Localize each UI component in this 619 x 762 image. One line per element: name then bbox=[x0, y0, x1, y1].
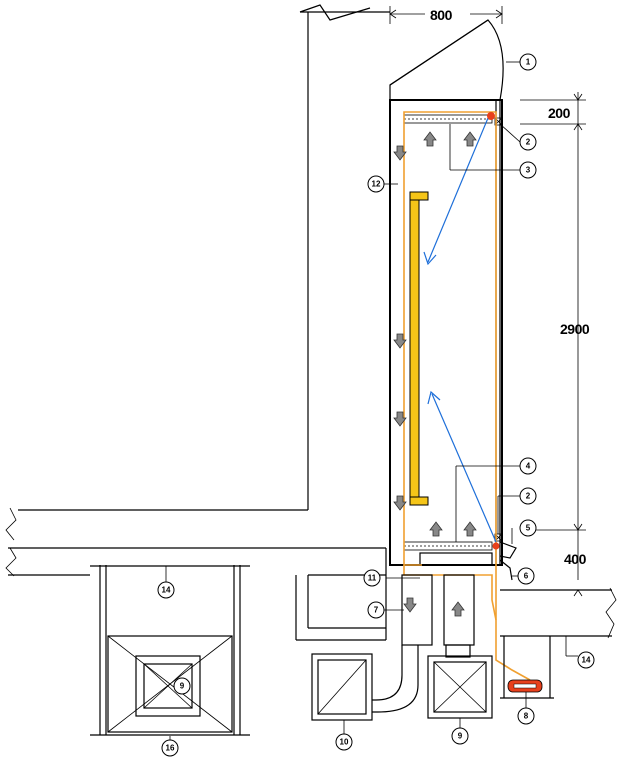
callout-1: 1 bbox=[519, 53, 537, 71]
svg-text:2: 2 bbox=[526, 138, 531, 147]
gray-airflow-arrows bbox=[393, 131, 477, 617]
up-arrow-icon bbox=[429, 521, 443, 537]
down-arrow-icon bbox=[393, 495, 407, 511]
suspended-unit-left bbox=[90, 565, 250, 736]
up-arrow-icon bbox=[451, 601, 465, 617]
dim-height-2900: 2900 bbox=[560, 321, 590, 337]
callout-9-left: 9 bbox=[173, 677, 191, 695]
callout-12: 12 bbox=[367, 175, 385, 193]
down-arrow-icon bbox=[393, 411, 407, 427]
svg-text:14: 14 bbox=[582, 656, 591, 665]
unit-cabinet bbox=[389, 19, 517, 581]
yellow-heating-bar bbox=[409, 191, 429, 506]
dim-height-200: 200 bbox=[548, 105, 571, 121]
callout-5: 5 bbox=[519, 519, 537, 537]
callout-8: 8 bbox=[517, 707, 535, 725]
svg-text:5: 5 bbox=[526, 524, 531, 533]
callout-2-bottom: 2 bbox=[519, 487, 537, 505]
callout-6: 6 bbox=[517, 567, 535, 585]
building-wall-outline bbox=[5, 4, 390, 577]
svg-text:7: 7 bbox=[374, 606, 379, 615]
fan-unit-10 bbox=[311, 653, 373, 721]
up-arrow-icon bbox=[463, 521, 477, 537]
svg-text:10: 10 bbox=[340, 738, 349, 747]
ductwork bbox=[295, 548, 617, 713]
callout-14-right: 14 bbox=[577, 651, 595, 669]
dim-width-800: 800 bbox=[430, 7, 453, 23]
leader-lines bbox=[165, 61, 578, 740]
blue-flow-arrows bbox=[423, 117, 497, 543]
callout-4: 4 bbox=[519, 457, 537, 475]
down-arrow-icon bbox=[393, 145, 407, 161]
svg-text:16: 16 bbox=[166, 744, 175, 753]
svg-text:6: 6 bbox=[524, 572, 529, 581]
svg-text:9: 9 bbox=[180, 682, 185, 691]
svg-text:2: 2 bbox=[526, 492, 531, 501]
svg-text:11: 11 bbox=[368, 574, 377, 583]
svg-text:9: 9 bbox=[458, 732, 463, 741]
callout-16: 16 bbox=[161, 739, 179, 757]
svg-text:12: 12 bbox=[372, 180, 381, 189]
svg-text:8: 8 bbox=[524, 712, 529, 721]
svg-text:3: 3 bbox=[526, 166, 531, 175]
callout-14-left: 14 bbox=[157, 581, 175, 599]
fan-unit-9 bbox=[427, 655, 493, 719]
callout-7: 7 bbox=[367, 601, 385, 619]
callout-3: 3 bbox=[519, 161, 537, 179]
dim-height-400: 400 bbox=[564, 551, 587, 567]
dimension-lines bbox=[389, 6, 586, 597]
down-arrow-icon bbox=[393, 333, 407, 349]
up-arrow-icon bbox=[463, 131, 477, 147]
bracket-right bbox=[500, 636, 554, 699]
svg-text:1: 1 bbox=[526, 58, 531, 67]
red-sensor-markers bbox=[487, 112, 543, 693]
callout-9-right: 9 bbox=[451, 727, 469, 745]
dimension-labels: 800 200 2900 400 bbox=[430, 7, 590, 567]
callout-11: 11 bbox=[363, 569, 381, 587]
callout-2-top: 2 bbox=[519, 133, 537, 151]
svg-text:14: 14 bbox=[162, 586, 171, 595]
down-arrow-icon bbox=[403, 597, 417, 613]
up-arrow-icon bbox=[423, 131, 437, 147]
callout-10: 10 bbox=[335, 733, 353, 751]
svg-text:4: 4 bbox=[526, 462, 531, 471]
